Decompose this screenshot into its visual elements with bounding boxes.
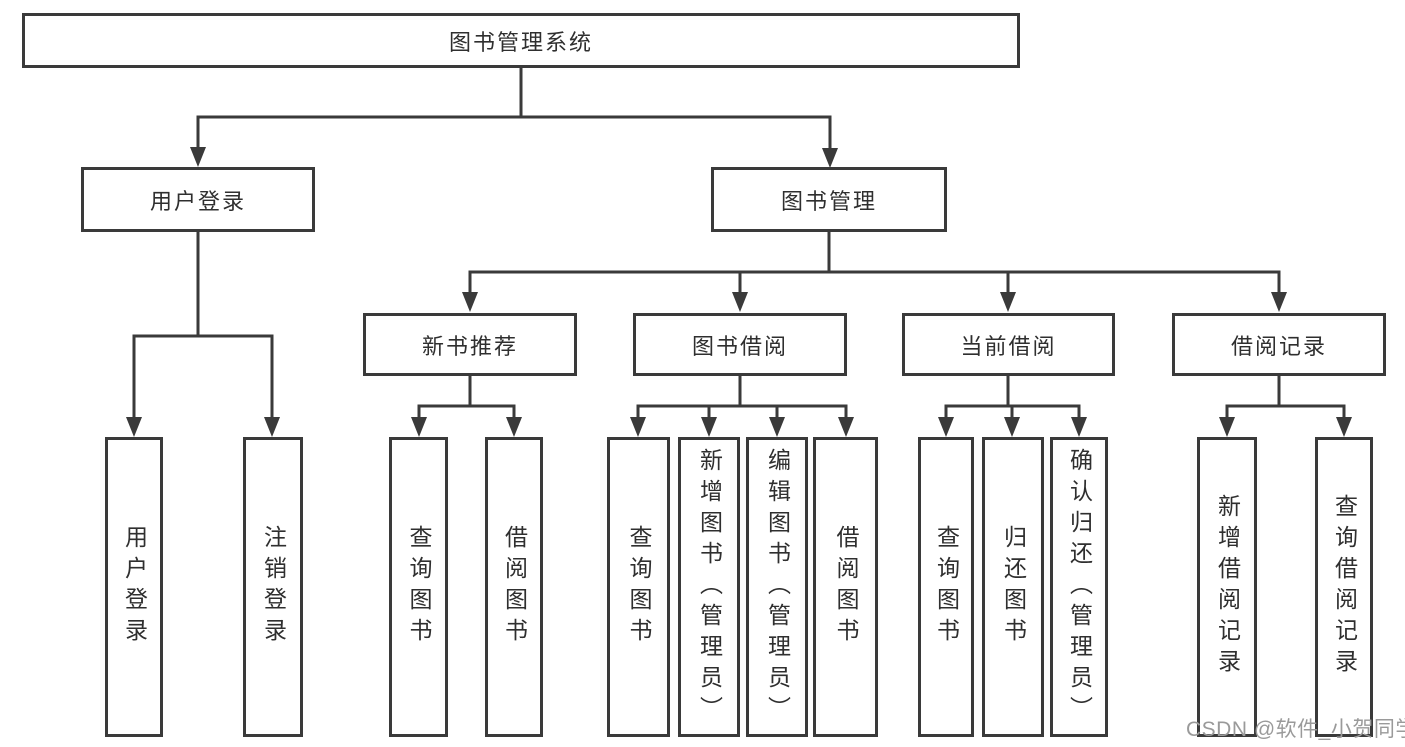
leaf-user-login: 用户登录 <box>105 437 163 737</box>
node-book-borrow: 图书借阅 <box>633 313 847 376</box>
leaf-records-query-record: 查询借阅记录 <box>1315 437 1373 737</box>
leaf-borrow-borrow-books: 借阅图书 <box>813 437 878 737</box>
node-book-management: 图书管理 <box>711 167 947 232</box>
leaf-recommend-borrow-books: 借阅图书 <box>485 437 543 737</box>
node-borrow-records: 借阅记录 <box>1172 313 1386 376</box>
leaf-recommend-query-books: 查询图书 <box>389 437 448 737</box>
leaf-borrow-add-books-admin: 新增图书（管理员） <box>678 437 740 737</box>
leaf-records-add-record: 新增借阅记录 <box>1197 437 1257 737</box>
node-library-system: 图书管理系统 <box>22 13 1020 68</box>
node-new-book-recommend: 新书推荐 <box>363 313 577 376</box>
node-current-borrow: 当前借阅 <box>902 313 1115 376</box>
leaf-borrow-edit-books-admin: 编辑图书（管理员） <box>746 437 808 737</box>
leaf-logout: 注销登录 <box>243 437 303 737</box>
node-user-login: 用户登录 <box>81 167 315 232</box>
leaf-current-confirm-return-admin: 确认归还（管理员） <box>1050 437 1108 737</box>
csdn-watermark: CSDN @软件_小贺同学 <box>1186 718 1405 741</box>
leaf-current-query-books: 查询图书 <box>918 437 974 737</box>
leaf-borrow-query-books: 查询图书 <box>607 437 670 737</box>
leaf-current-return-books: 归还图书 <box>982 437 1044 737</box>
